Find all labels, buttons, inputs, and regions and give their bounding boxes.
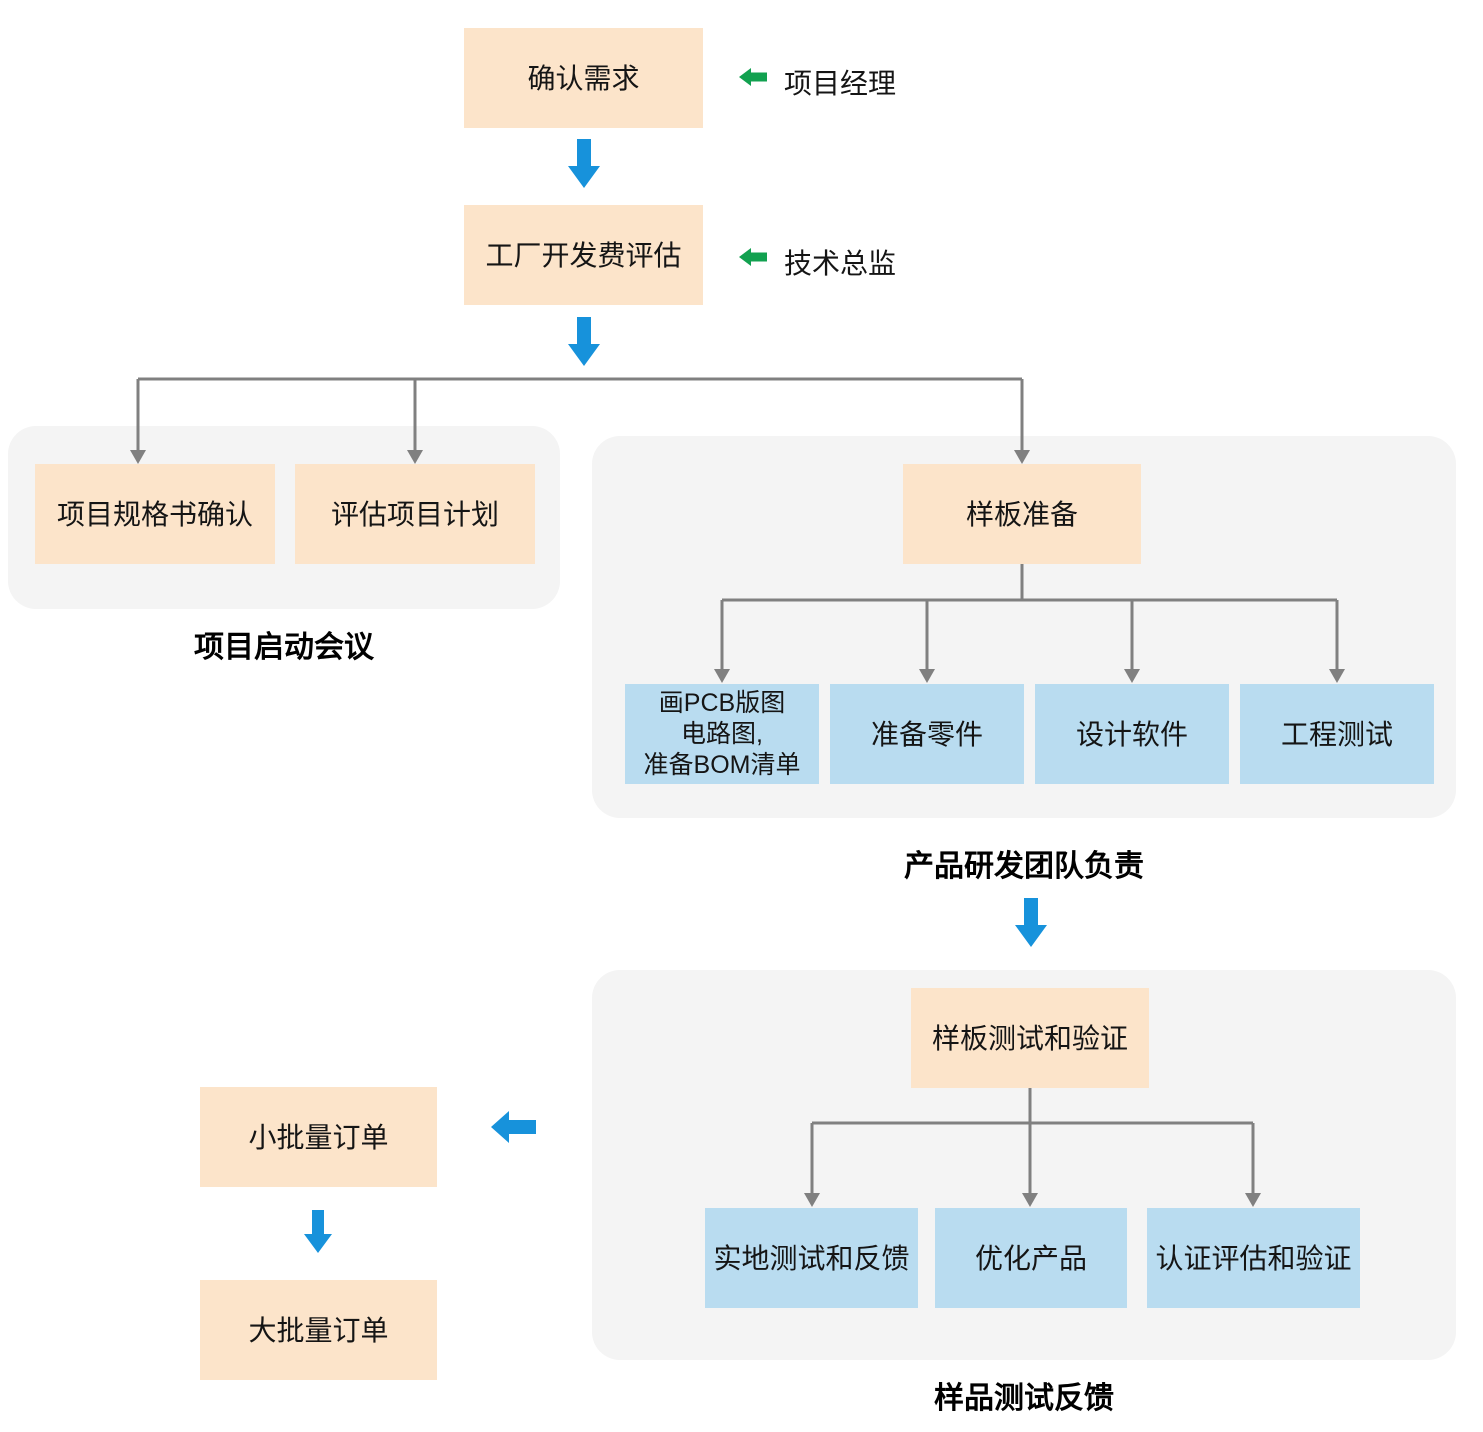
node-large-batch-order: 大批量订单: [200, 1280, 437, 1380]
pcb-line-3: 准备BOM清单: [643, 750, 801, 779]
node-prepare-parts: 准备零件: [830, 684, 1024, 784]
node-factory-fee-evaluation: 工厂开发费评估: [464, 205, 703, 305]
caption-rnd-team: 产品研发团队负责: [904, 850, 1144, 883]
green-arrows: [739, 68, 767, 266]
caption-kickoff-meeting: 项目启动会议: [194, 631, 374, 664]
green-left-arrow-cto-icon: [739, 248, 767, 266]
node-optimize-product: 优化产品: [935, 1208, 1127, 1308]
node-pcb-layout: 画PCB版图 电路图, 准备BOM清单: [625, 684, 819, 784]
caption-sample-test-feedback: 样品测试反馈: [934, 1382, 1114, 1415]
annotation-tech-director: 技术总监: [784, 248, 897, 279]
node-design-software: 设计软件: [1035, 684, 1229, 784]
down-arrow-2-icon: [568, 317, 600, 366]
node-field-test-feedback: 实地测试和反馈: [705, 1208, 918, 1308]
green-left-arrow-pm-icon: [739, 68, 767, 86]
node-sample-preparation: 样板准备: [903, 464, 1141, 564]
node-sample-test-verification: 样板测试和验证: [911, 988, 1149, 1088]
node-confirm-requirements: 确认需求: [464, 28, 703, 128]
down-arrow-4-icon: [304, 1210, 332, 1253]
node-spec-confirmation: 项目规格书确认: [35, 464, 275, 564]
node-evaluate-plan: 评估项目计划: [295, 464, 535, 564]
pcb-line-2: 电路图,: [681, 719, 763, 748]
node-cert-evaluation: 认证评估和验证: [1147, 1208, 1360, 1308]
pcb-line-1: 画PCB版图: [658, 688, 786, 717]
annotation-project-manager: 项目经理: [784, 68, 897, 99]
node-engineering-test: 工程测试: [1240, 684, 1434, 784]
down-arrow-1-icon: [568, 139, 600, 188]
node-small-batch-order: 小批量订单: [200, 1087, 437, 1187]
left-arrow-icon: [491, 1111, 536, 1143]
down-arrow-3-icon: [1015, 898, 1047, 947]
